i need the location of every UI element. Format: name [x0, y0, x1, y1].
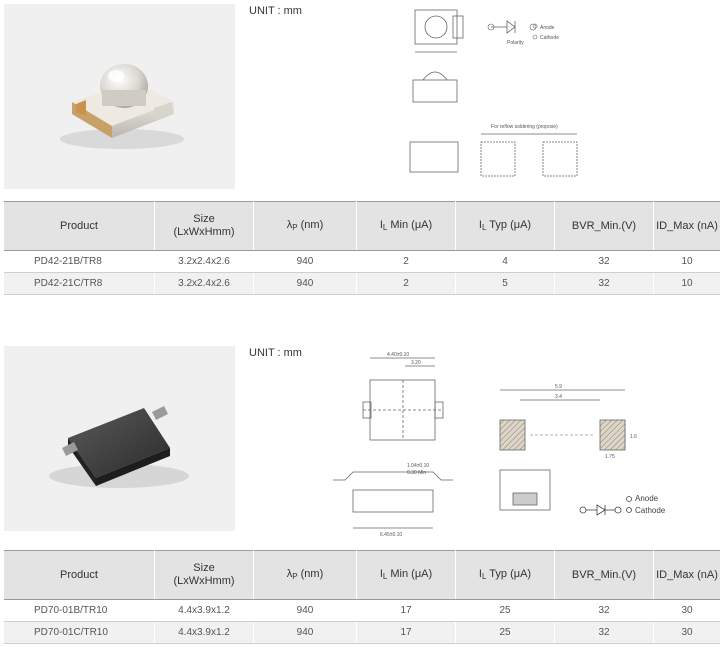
size-line1: Size — [193, 213, 215, 225]
dim-b2: 1.04±0.10 — [407, 463, 429, 469]
col-wavelength: λP (nm) — [253, 550, 357, 600]
cell-wavelength: 940 — [253, 250, 357, 273]
cell-id-max: 30 — [653, 621, 720, 644]
cell-size: 4.4x3.9x1.2 — [154, 599, 254, 622]
cell-wavelength: 940 — [253, 272, 357, 295]
dim-top2: 3.20 — [411, 360, 421, 366]
table-row: PD70-01C/TR10 4.4x3.9x1.2 940 17 25 32 3… — [4, 621, 720, 644]
col-bvr: BVR_Min.(V) — [554, 201, 654, 251]
dimension-drawing-pd70: 4.40±0.10 3.20 5.9 3.4 1.6 1.75 6.45±0.1… — [333, 352, 666, 538]
cell-product: PD70-01C/TR10 — [4, 621, 155, 644]
cell-bvr: 32 — [554, 272, 654, 295]
col-bvr: BVR_Min.(V) — [554, 550, 654, 600]
col-size: Size(LxWxHmm) — [154, 550, 254, 600]
col-wavelength: λP (nm) — [253, 201, 357, 251]
cell-wavelength: 940 — [253, 599, 357, 622]
cell-product: PD42-21C/TR8 — [4, 272, 155, 295]
col-il-min: IL Min (μA) — [356, 550, 456, 600]
col-product: Product — [4, 550, 155, 600]
cell-size: 4.4x3.9x1.2 — [154, 621, 254, 644]
col-id-max: ID_Max (nA) — [653, 550, 720, 600]
legend-cathode: Cathode — [540, 35, 559, 41]
lambda-symbol: λP — [286, 218, 298, 232]
cell-il-typ: 25 — [455, 599, 555, 622]
unit-label: UNIT : mm — [249, 347, 302, 359]
unit-label: UNIT : mm — [249, 5, 302, 17]
legend-anode: Anode — [635, 494, 659, 503]
cell-il-typ: 25 — [455, 621, 555, 644]
legend-anode: Anode — [540, 25, 555, 31]
polarity-label: Polarity — [507, 40, 524, 46]
col-product: Product — [4, 201, 155, 251]
size-line2: (LxWxHmm) — [173, 575, 235, 587]
col-size: Size(LxWxHmm) — [154, 201, 254, 251]
cell-product: PD70-01B/TR10 — [4, 599, 155, 622]
dim-b3: 0.30 Min — [407, 470, 426, 476]
cell-wavelength: 940 — [253, 621, 357, 644]
cell-il-min: 17 — [356, 621, 456, 644]
dim-pad2: 3.4 — [555, 394, 562, 400]
dimension-drawing-pd42: Anode Cathode Polarity For reflow solder… — [409, 9, 578, 177]
size-line1: Size — [193, 562, 215, 574]
cell-il-typ: 4 — [455, 250, 555, 273]
col-il-typ: IL Typ (μA) — [455, 201, 555, 251]
cell-bvr: 32 — [554, 250, 654, 273]
cell-il-min: 2 — [356, 272, 456, 295]
table-header-row: Product Size(LxWxHmm) λP (nm) IL Min (μA… — [4, 201, 720, 251]
table-row: PD42-21B/TR8 3.2x2.4x2.6 940 2 4 32 10 — [4, 250, 720, 273]
wavelength-unit: (nm) — [300, 218, 324, 231]
dim-pad: 5.9 — [555, 384, 562, 390]
cell-size: 3.2x2.4x2.6 — [154, 272, 254, 295]
col-il-typ: IL Typ (μA) — [455, 550, 555, 600]
table-row: PD42-21C/TR8 3.2x2.4x2.6 940 2 5 32 10 — [4, 272, 720, 295]
lambda-symbol: λP — [286, 567, 298, 581]
product-section-pd42: UNIT : mm Anode Cathode Polarity For ref… — [0, 0, 721, 300]
legend-cathode: Cathode — [635, 506, 666, 515]
size-line2: (LxWxHmm) — [173, 226, 235, 238]
il-min-label: Min (μA) — [390, 218, 433, 231]
cell-product: PD42-21B/TR8 — [4, 250, 155, 273]
cell-id-max: 10 — [653, 250, 720, 273]
cell-bvr: 32 — [554, 599, 654, 622]
il-typ-label: Typ (μA) — [489, 567, 532, 580]
cell-size: 3.2x2.4x2.6 — [154, 250, 254, 273]
il-typ-label: Typ (μA) — [489, 218, 532, 231]
dim-side: 1.6 — [630, 434, 637, 440]
cell-id-max: 10 — [653, 272, 720, 295]
spec-table-pd70: Product Size(LxWxHmm) λP (nm) IL Min (μA… — [4, 550, 720, 644]
dim-bottom: 6.45±0.10 — [380, 532, 402, 538]
product-section-pd70: UNIT : mm — [0, 340, 721, 647]
il-min-label: Min (μA) — [390, 567, 433, 580]
dim-top: 4.40±0.10 — [387, 352, 409, 358]
col-il-min: IL Min (μA) — [356, 201, 456, 251]
photodiode-pd42-image — [60, 64, 184, 149]
product-photo-pd70 — [4, 346, 235, 531]
table-header-row: Product Size(LxWxHmm) λP (nm) IL Min (μA… — [4, 550, 720, 600]
col-id-max: ID_Max (nA) — [653, 201, 720, 251]
reflow-label: For reflow soldering (propose) — [491, 124, 558, 130]
cell-bvr: 32 — [554, 621, 654, 644]
table-row: PD70-01B/TR10 4.4x3.9x1.2 940 17 25 32 3… — [4, 599, 720, 622]
wavelength-unit: (nm) — [300, 567, 324, 580]
product-photo-pd42 — [4, 4, 235, 189]
cell-il-min: 2 — [356, 250, 456, 273]
photodiode-pd70-image — [49, 406, 189, 488]
cell-id-max: 30 — [653, 599, 720, 622]
cell-il-typ: 5 — [455, 272, 555, 295]
spec-table-pd42: Product Size(LxWxHmm) λP (nm) IL Min (μA… — [4, 201, 720, 295]
dim-small: 1.75 — [605, 454, 615, 460]
cell-il-min: 17 — [356, 599, 456, 622]
